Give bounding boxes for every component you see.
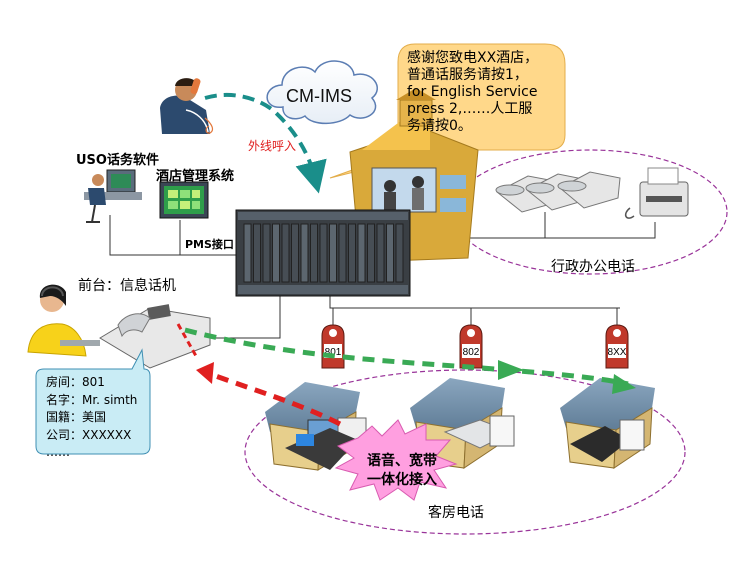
chassis-card-slot — [262, 223, 271, 283]
chassis-card-slot — [329, 223, 337, 283]
switch-chassis — [235, 209, 411, 297]
guest-info-line: 公司：XXXXXX — [46, 427, 132, 442]
integrated-access-burst — [334, 419, 458, 501]
chassis-card-slot — [272, 223, 280, 283]
guest-info-line: 名字：Mr. simth — [46, 392, 138, 407]
chassis-card-slot — [395, 223, 404, 283]
greeting-line: 务请按0。 — [407, 118, 472, 134]
chassis-card-slot — [338, 223, 347, 283]
chassis-card-slot — [357, 223, 366, 283]
chassis-card-slot — [386, 223, 394, 283]
burst-line: 语音、宽带 — [367, 453, 437, 469]
guest-info-text: 房间：801 名字：Mr. simth 国籍：美国 公司：XXXXXX …… — [46, 374, 137, 462]
green-arrow-head-mid — [498, 360, 524, 380]
greeting-line: 感谢您致电XX酒店， — [407, 50, 539, 66]
chassis-card-slot — [319, 223, 328, 283]
fax-machine — [624, 167, 689, 219]
red-dashed-link — [176, 323, 198, 357]
greeting-line: press 2,……人工服 — [407, 101, 533, 117]
outside-call-label: 外线呼入 — [248, 139, 297, 153]
room-tag-8XX: 8XX — [605, 324, 629, 369]
admin-label: 行政办公电话 — [551, 259, 635, 275]
chassis-card-slot — [310, 223, 318, 283]
greeting-line: 普通话服务请按1， — [407, 67, 528, 83]
hotel-system-label: 酒店管理系统 — [156, 169, 235, 184]
uso-computer — [84, 169, 142, 223]
guest-room-house-3 — [560, 378, 655, 469]
guest-rooms-ellipse — [244, 369, 686, 535]
chassis-card-slot — [376, 223, 385, 283]
room-tag-label: 8XX — [608, 347, 627, 358]
red-arrow-head — [196, 362, 214, 384]
greeting-text: 感谢您致电XX酒店， 普通话服务请按1， for English Service… — [407, 50, 557, 135]
guest-info-line: 国籍：美国 — [46, 410, 107, 424]
cm-ims-label: CM-IMS — [286, 86, 352, 106]
chassis-card-slot — [281, 223, 290, 283]
front-desk-phone — [99, 304, 211, 369]
room-tag-802: 802 — [459, 324, 483, 369]
guest-room-house-1 — [265, 382, 367, 471]
burst-line: 一体化接入 — [367, 472, 437, 488]
guest-room-label: 客房电话 — [428, 505, 484, 521]
room-tag-801: 801 — [321, 324, 345, 369]
integrated-access-text: 语音、宽带 一体化接入 — [362, 452, 442, 490]
red-return-arrow — [209, 371, 342, 427]
green-arrow-head-end — [612, 374, 636, 394]
room-tag-label: 801 — [325, 347, 342, 358]
front-desk-label: 前台：信息话机 — [78, 278, 176, 294]
chassis-card-slot — [348, 223, 356, 283]
guest-info-panel — [35, 348, 151, 455]
room-tag-label: 802 — [463, 347, 480, 358]
uso-label: USO话务软件 — [76, 153, 159, 168]
room-tags: 801 802 8XX — [321, 324, 629, 369]
chassis-card-slot — [253, 223, 261, 283]
green-call-arrow — [184, 327, 629, 387]
guest-info-line: …… — [46, 445, 70, 459]
front-desk-operator — [27, 284, 100, 357]
outside-call-arrow — [204, 92, 327, 194]
caller-person — [160, 78, 214, 134]
pms-label: PMS接口 — [185, 238, 234, 251]
hotel-system-computer — [159, 181, 209, 219]
cm-ims-cloud — [266, 60, 378, 125]
greeting-line: for English Service — [407, 84, 538, 100]
chassis-card-slot — [300, 223, 309, 283]
guest-info-line: 房间：801 — [46, 375, 105, 389]
chassis-card-slot — [243, 223, 252, 283]
chassis-card-slot — [367, 223, 375, 283]
admin-desk-phones — [495, 171, 621, 213]
chassis-card-slot — [291, 223, 299, 283]
